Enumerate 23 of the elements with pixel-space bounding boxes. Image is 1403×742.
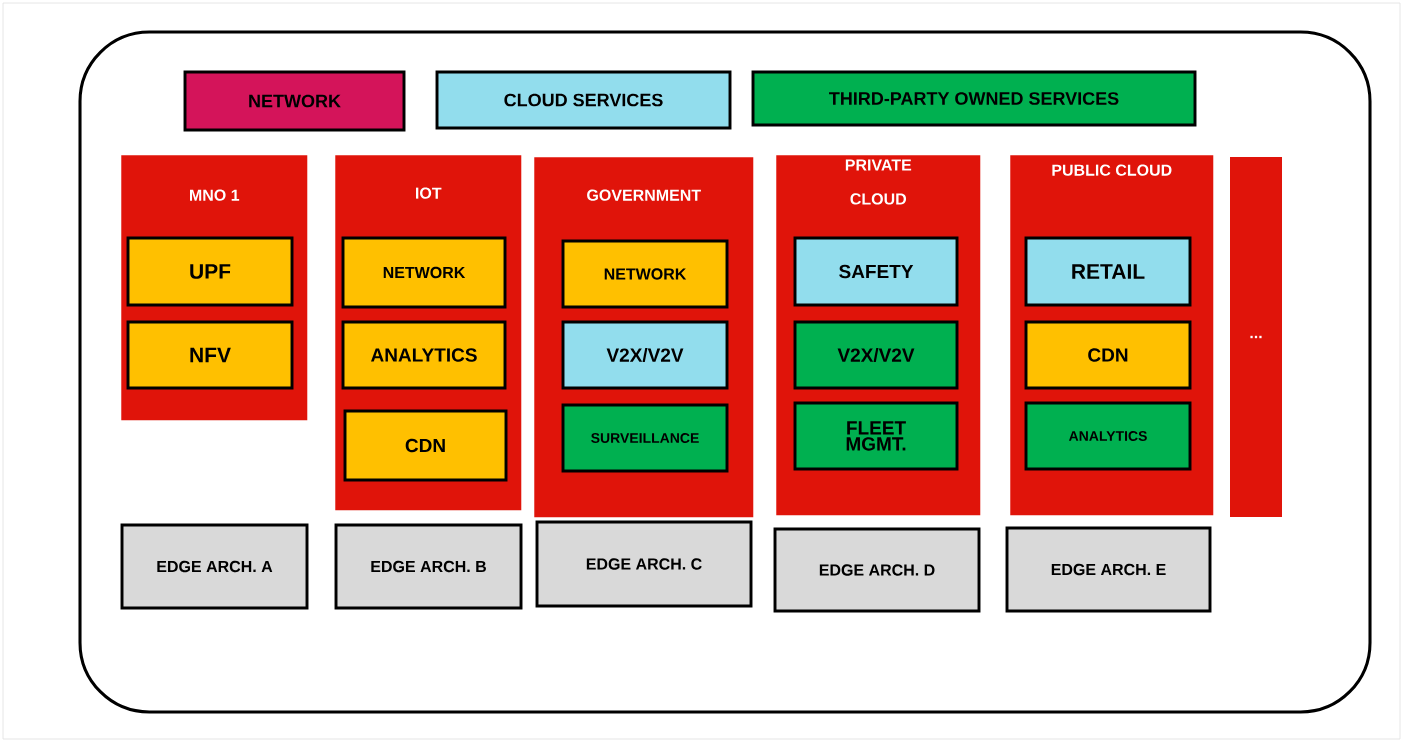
ellipsis-column: ...	[1230, 157, 1282, 517]
service-box: NETWORK	[561, 239, 729, 309]
edge-architecture-box: EDGE ARCH. C	[535, 520, 753, 608]
service-box: ANALYTICS	[1024, 401, 1192, 471]
edge-architecture-box: EDGE ARCH. D	[773, 527, 981, 613]
service-box: SAFETY	[793, 236, 959, 307]
edge-architecture-box: EDGE ARCH. E	[1005, 526, 1212, 613]
service-box: NETWORK	[341, 236, 507, 309]
service-box: NFV	[126, 320, 294, 390]
service-box: CDN	[343, 409, 508, 482]
service-box: CDN	[1024, 320, 1192, 390]
service-box: SURVEILLANCE	[561, 403, 729, 473]
service-box: RETAIL	[1024, 236, 1192, 307]
service-box: UPF	[126, 236, 294, 307]
service-box: ANALYTICS	[341, 320, 507, 390]
service-box: FLEET MGMT.	[793, 401, 959, 471]
edge-architecture-box: EDGE ARCH. B	[334, 523, 523, 610]
legend-box: NETWORK	[183, 70, 406, 132]
legend-box: THIRD-PARTY OWNED SERVICES	[751, 70, 1197, 127]
legend-box: CLOUD SERVICES	[435, 70, 732, 130]
edge-architecture-box: EDGE ARCH. A	[120, 523, 309, 610]
service-box: V2X/V2V	[793, 320, 959, 390]
service-box: V2X/V2V	[561, 320, 729, 390]
